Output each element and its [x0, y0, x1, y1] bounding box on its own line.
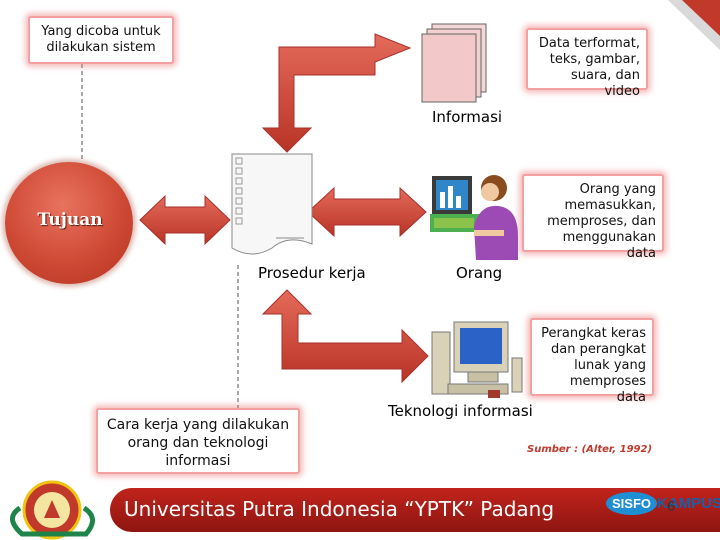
documents-icon [421, 23, 487, 103]
arrow-prosedur-teknologi [261, 289, 429, 384]
sisfo-badge: SISFO [606, 492, 658, 515]
flow-arrows [139, 33, 429, 384]
procedure-document-icon [231, 153, 313, 255]
callout-cara-kerja-text: Cara kerja yang dilakukan orang dan tekn… [106, 417, 290, 469]
arrow-prosedur-orang [307, 186, 427, 238]
arrow-prosedur-tujuan [139, 194, 231, 246]
callout-cara-kerja: Cara kerja yang dilakukan orang dan tekn… [96, 408, 300, 474]
callout-perangkat-text: Perangkat keras dan perangkat lunak yang… [541, 326, 646, 405]
tujuan-label: Tujuan [37, 210, 103, 230]
informasi-label: Informasi [432, 108, 503, 126]
callout-data-format: Data terformat, teks, gambar, suara, dan… [526, 28, 648, 99]
page-number: 6 [667, 500, 676, 515]
callout-data-format-text: Data terformat, teks, gambar, suara, dan… [538, 36, 640, 99]
callout-system-goal-text: Yang dicoba untuk dilakukan sistem [41, 24, 161, 55]
prosedur-label: Prosedur kerja [258, 264, 366, 282]
computer-hardware-icon [431, 321, 523, 398]
arrow-informasi-prosedur [261, 33, 412, 153]
callout-system-goal: Yang dicoba untuk dilakukan sistem [28, 16, 174, 64]
callout-perangkat: Perangkat keras dan perangkat lunak yang… [530, 318, 654, 405]
callout-orang: Orang yang memasukkan, memproses, dan me… [522, 174, 664, 261]
source-citation: Sumber : (Alter, 1992) [527, 444, 653, 455]
corner-fold-decoration [668, 0, 720, 50]
callout-orang-text: Orang yang memasukkan, memproses, dan me… [547, 182, 656, 261]
person-at-computer-icon [430, 175, 518, 260]
university-logo-icon [10, 480, 95, 540]
footer-university-name: Universitas Putra Indonesia “YPTK” Padan… [124, 497, 555, 521]
dashed-connectors [81, 64, 239, 412]
orang-label: Orang [456, 264, 503, 282]
kampus-text: KAMPUS [657, 495, 720, 512]
teknologi-label: Teknologi informasi [388, 402, 533, 420]
tujuan-circle [5, 162, 133, 284]
